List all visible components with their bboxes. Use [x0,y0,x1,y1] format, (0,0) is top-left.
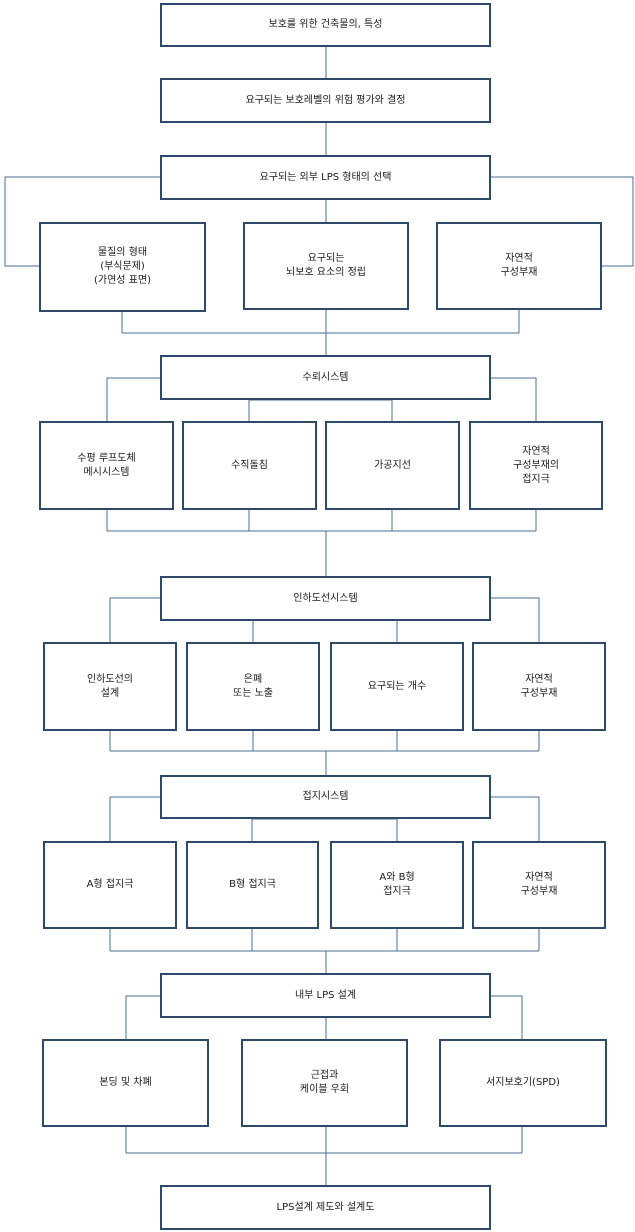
step-building-characteristics: 보호를 위한 건축물의, 특성 [160,3,491,47]
box-bonding-shielding: 본딩 및 차폐 [42,1039,209,1127]
box-material-type: 물질의 형태 (부식문제) (가연성 표면) [39,222,206,312]
box-vertical-rod: 수직돌침 [182,421,317,510]
box-horizontal-loop-mesh: 수평 루프도체 메시시스템 [39,421,174,510]
box-down-conductor-design: 인하도선의 설계 [43,642,177,731]
step-lps-drawings: LPS설계 제도와 설계도 [160,1185,491,1230]
box-required-count: 요구되는 개수 [330,642,464,731]
box-type-a-and-b-electrode: A와 B형 접지극 [330,841,464,929]
box-overhead-wire: 가공지선 [325,421,460,510]
step-external-lps-selection: 요구되는 외부 LPS 형태의 선택 [160,155,491,200]
box-natural-components-3: 자연적 구성부재 [472,841,606,929]
box-natural-components-1: 자연적 구성부재 [436,222,602,310]
box-proximity-cable-routing: 근접과 케이블 우회 [241,1039,408,1127]
box-type-a-electrode: A형 접지극 [43,841,177,929]
step-internal-lps-design: 내부 LPS 설계 [160,973,491,1018]
box-protection-elements: 요구되는 뇌보호 요소의 정립 [243,222,409,310]
box-type-b-electrode: B형 접지극 [186,841,319,929]
box-natural-components-earth: 자연적 구성부재의 접지극 [469,421,603,510]
box-natural-components-2: 자연적 구성부재 [472,642,606,731]
step-earthing-system: 접지시스템 [160,775,491,819]
step-air-termination-system: 수뢰시스템 [160,355,491,400]
box-surge-protective-device: 서지보호기(SPD) [439,1039,607,1127]
step-protection-level-assessment: 요구되는 보호레벨의 위험 평가와 결정 [160,78,491,123]
step-down-conductor-system: 인하도선시스템 [160,576,491,621]
box-concealed-or-exposed: 은폐 또는 노출 [186,642,320,731]
